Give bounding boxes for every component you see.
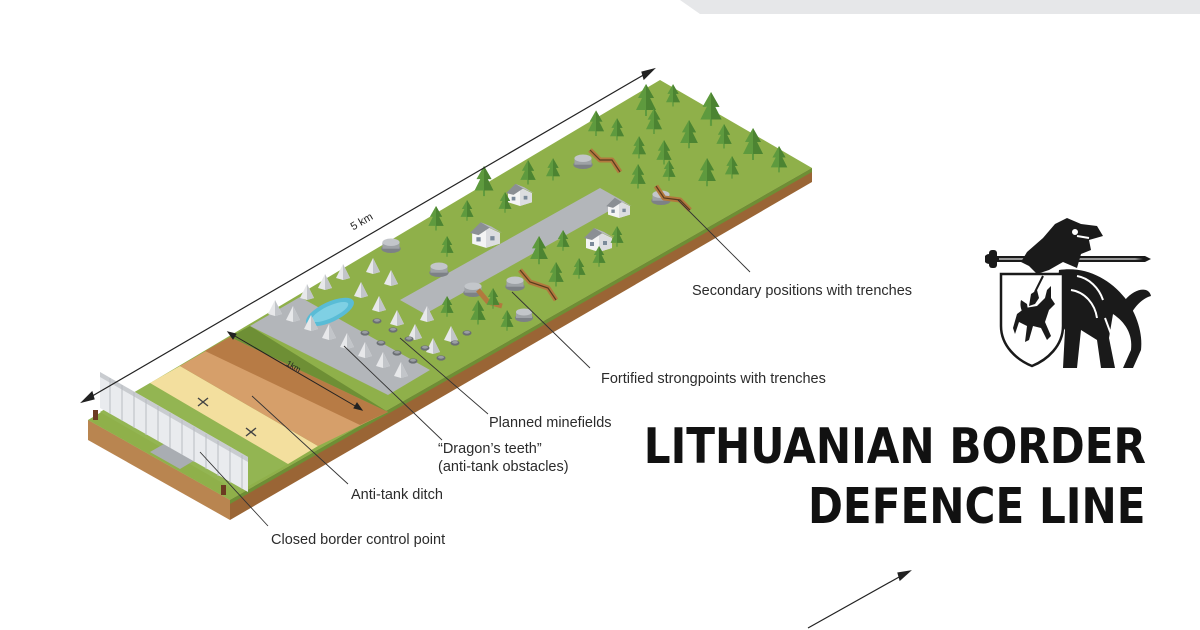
coat-of-arms-vytis-wolf-icon (985, 218, 1151, 368)
dragons-teeth-band (250, 297, 430, 395)
vytis-shield-icon (999, 272, 1065, 368)
iron-wolf-icon (1021, 218, 1151, 368)
wolf-armor-icon (1070, 229, 1118, 351)
top-grey-band (680, 0, 1200, 14)
callout-secondary-positions: Secondary positions with trenches (692, 283, 913, 299)
road (400, 188, 625, 314)
decorative-arrow (807, 570, 912, 629)
terrain-side-left (88, 420, 230, 520)
callout-leaders (199, 199, 751, 527)
page-title-line-1: LITHUANIAN BORDER (643, 418, 1146, 475)
callout-anti-tank-ditch: Anti-tank ditch (351, 487, 443, 503)
callout-border-control-point: Closed border control point (271, 532, 446, 548)
callout-minefields: Planned minefields (489, 415, 612, 431)
czech-hedgehogs (197, 397, 257, 437)
anti-tank-ditch (180, 337, 388, 446)
callout-dragons-teeth-sub: (anti-tank obstacles) (438, 459, 569, 475)
length-arrow (80, 67, 656, 404)
page-title-line-2: DEFENCE LINE (808, 478, 1146, 535)
sand-strip (150, 366, 318, 464)
grey-pad (150, 437, 205, 469)
callout-dragons-teeth: “Dragon’s teeth” (438, 441, 542, 457)
border-fence (100, 372, 248, 492)
ditch-width-arrow (226, 331, 364, 411)
callout-fortified-strongpoints: Fortified strongpoints with trenches (601, 371, 826, 387)
